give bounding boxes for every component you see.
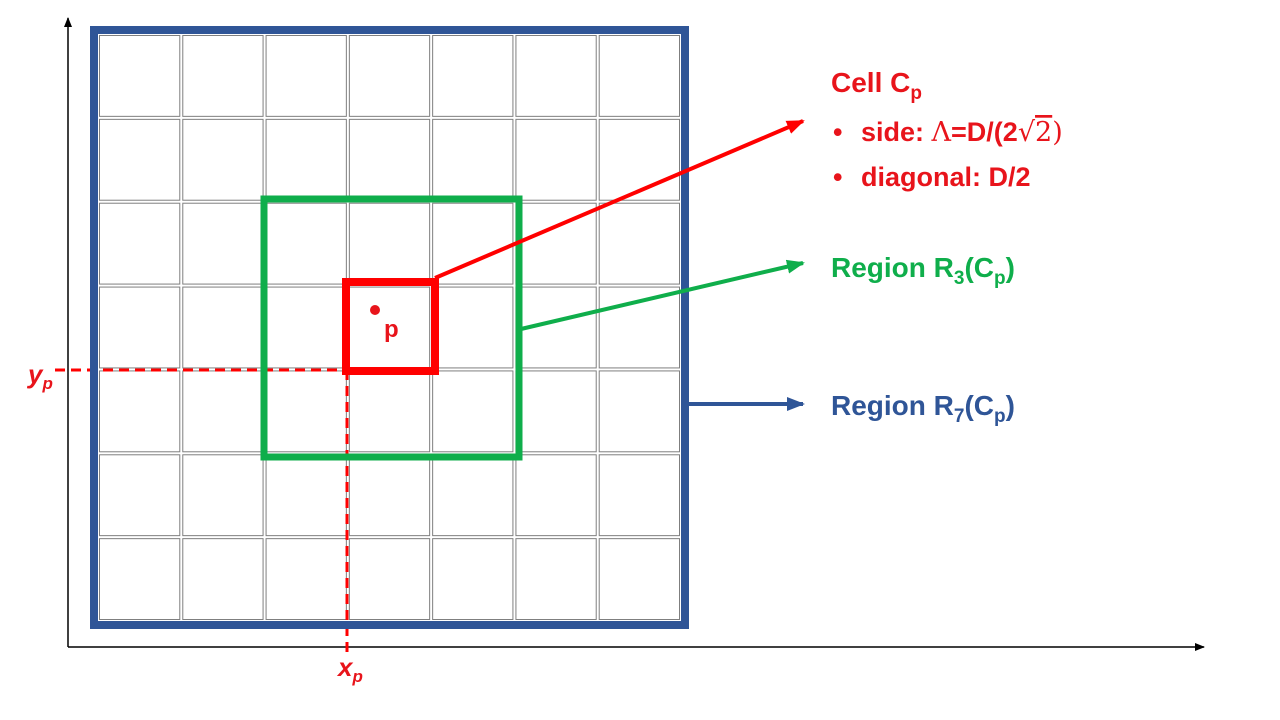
grid-cell: [265, 35, 347, 117]
grid-cell: [432, 370, 514, 453]
grid-cell: [598, 35, 681, 117]
grid-cell: [265, 202, 347, 285]
grid-cell: [182, 370, 264, 453]
region-r7-border: [90, 26, 689, 629]
grid-cell: [348, 286, 431, 369]
grid-cell: [182, 35, 264, 117]
grid-cell: [432, 118, 514, 201]
region-r3-border: [260, 195, 523, 461]
grid-cell: [598, 118, 681, 201]
grid-cell: [598, 538, 681, 621]
grid-cell: [432, 454, 514, 537]
cell-diagonal-item: •diagonal: D/2: [833, 162, 1031, 192]
grid-cell: [182, 538, 264, 621]
grid-cell: [265, 454, 347, 537]
grid-cell: [432, 538, 514, 621]
grid-cell: [348, 538, 431, 621]
cell-side-item: •side: Λ=D/(2√2): [833, 117, 1063, 148]
grid-cell: [182, 118, 264, 201]
grid-cell: [99, 370, 181, 453]
grid-cell: [348, 454, 431, 537]
region-r3-label: Region R3(Cp): [831, 252, 1015, 289]
grid-cell: [265, 538, 347, 621]
y-coordinate-label: yp: [26, 359, 53, 393]
grid-cell: [515, 118, 597, 201]
grid-cell: [348, 35, 431, 117]
grid-cell: [348, 370, 431, 453]
grid-cell: [182, 454, 264, 537]
grid-cell: [99, 454, 181, 537]
point-p: [370, 305, 380, 315]
grid-cell: [182, 286, 264, 369]
grid-cell: [598, 286, 681, 369]
grid-cell: [598, 370, 681, 453]
cell-title: Cell Cp: [831, 67, 922, 104]
grid-cell: [515, 454, 597, 537]
grid-cell: [432, 286, 514, 369]
grid-cell: [265, 370, 347, 453]
grid-cell: [99, 118, 181, 201]
grid-cell: [348, 118, 431, 201]
grid-cell: [99, 202, 181, 285]
grid-cell: [99, 286, 181, 369]
grid-cell: [265, 118, 347, 201]
cell-cp-border: [342, 278, 439, 375]
grid-cell: [598, 202, 681, 285]
point-p-label: p: [384, 316, 399, 343]
region-r7-label: Region R7(Cp): [831, 390, 1015, 427]
grid-cell: [99, 538, 181, 621]
x-coordinate-label: xp: [336, 652, 363, 686]
cell-arrow: [434, 119, 805, 280]
grid-cell: [515, 538, 597, 621]
grid-cell: [432, 35, 514, 117]
grid-cell: [348, 202, 431, 285]
grid: [99, 35, 681, 621]
grid-cell: [182, 202, 264, 285]
grid-cell: [515, 370, 597, 453]
region-r3-arrow: [520, 259, 805, 331]
grid-cell: [265, 286, 347, 369]
grid-cell: [515, 35, 597, 117]
grid-cell: [598, 454, 681, 537]
grid-cell: [99, 35, 181, 117]
